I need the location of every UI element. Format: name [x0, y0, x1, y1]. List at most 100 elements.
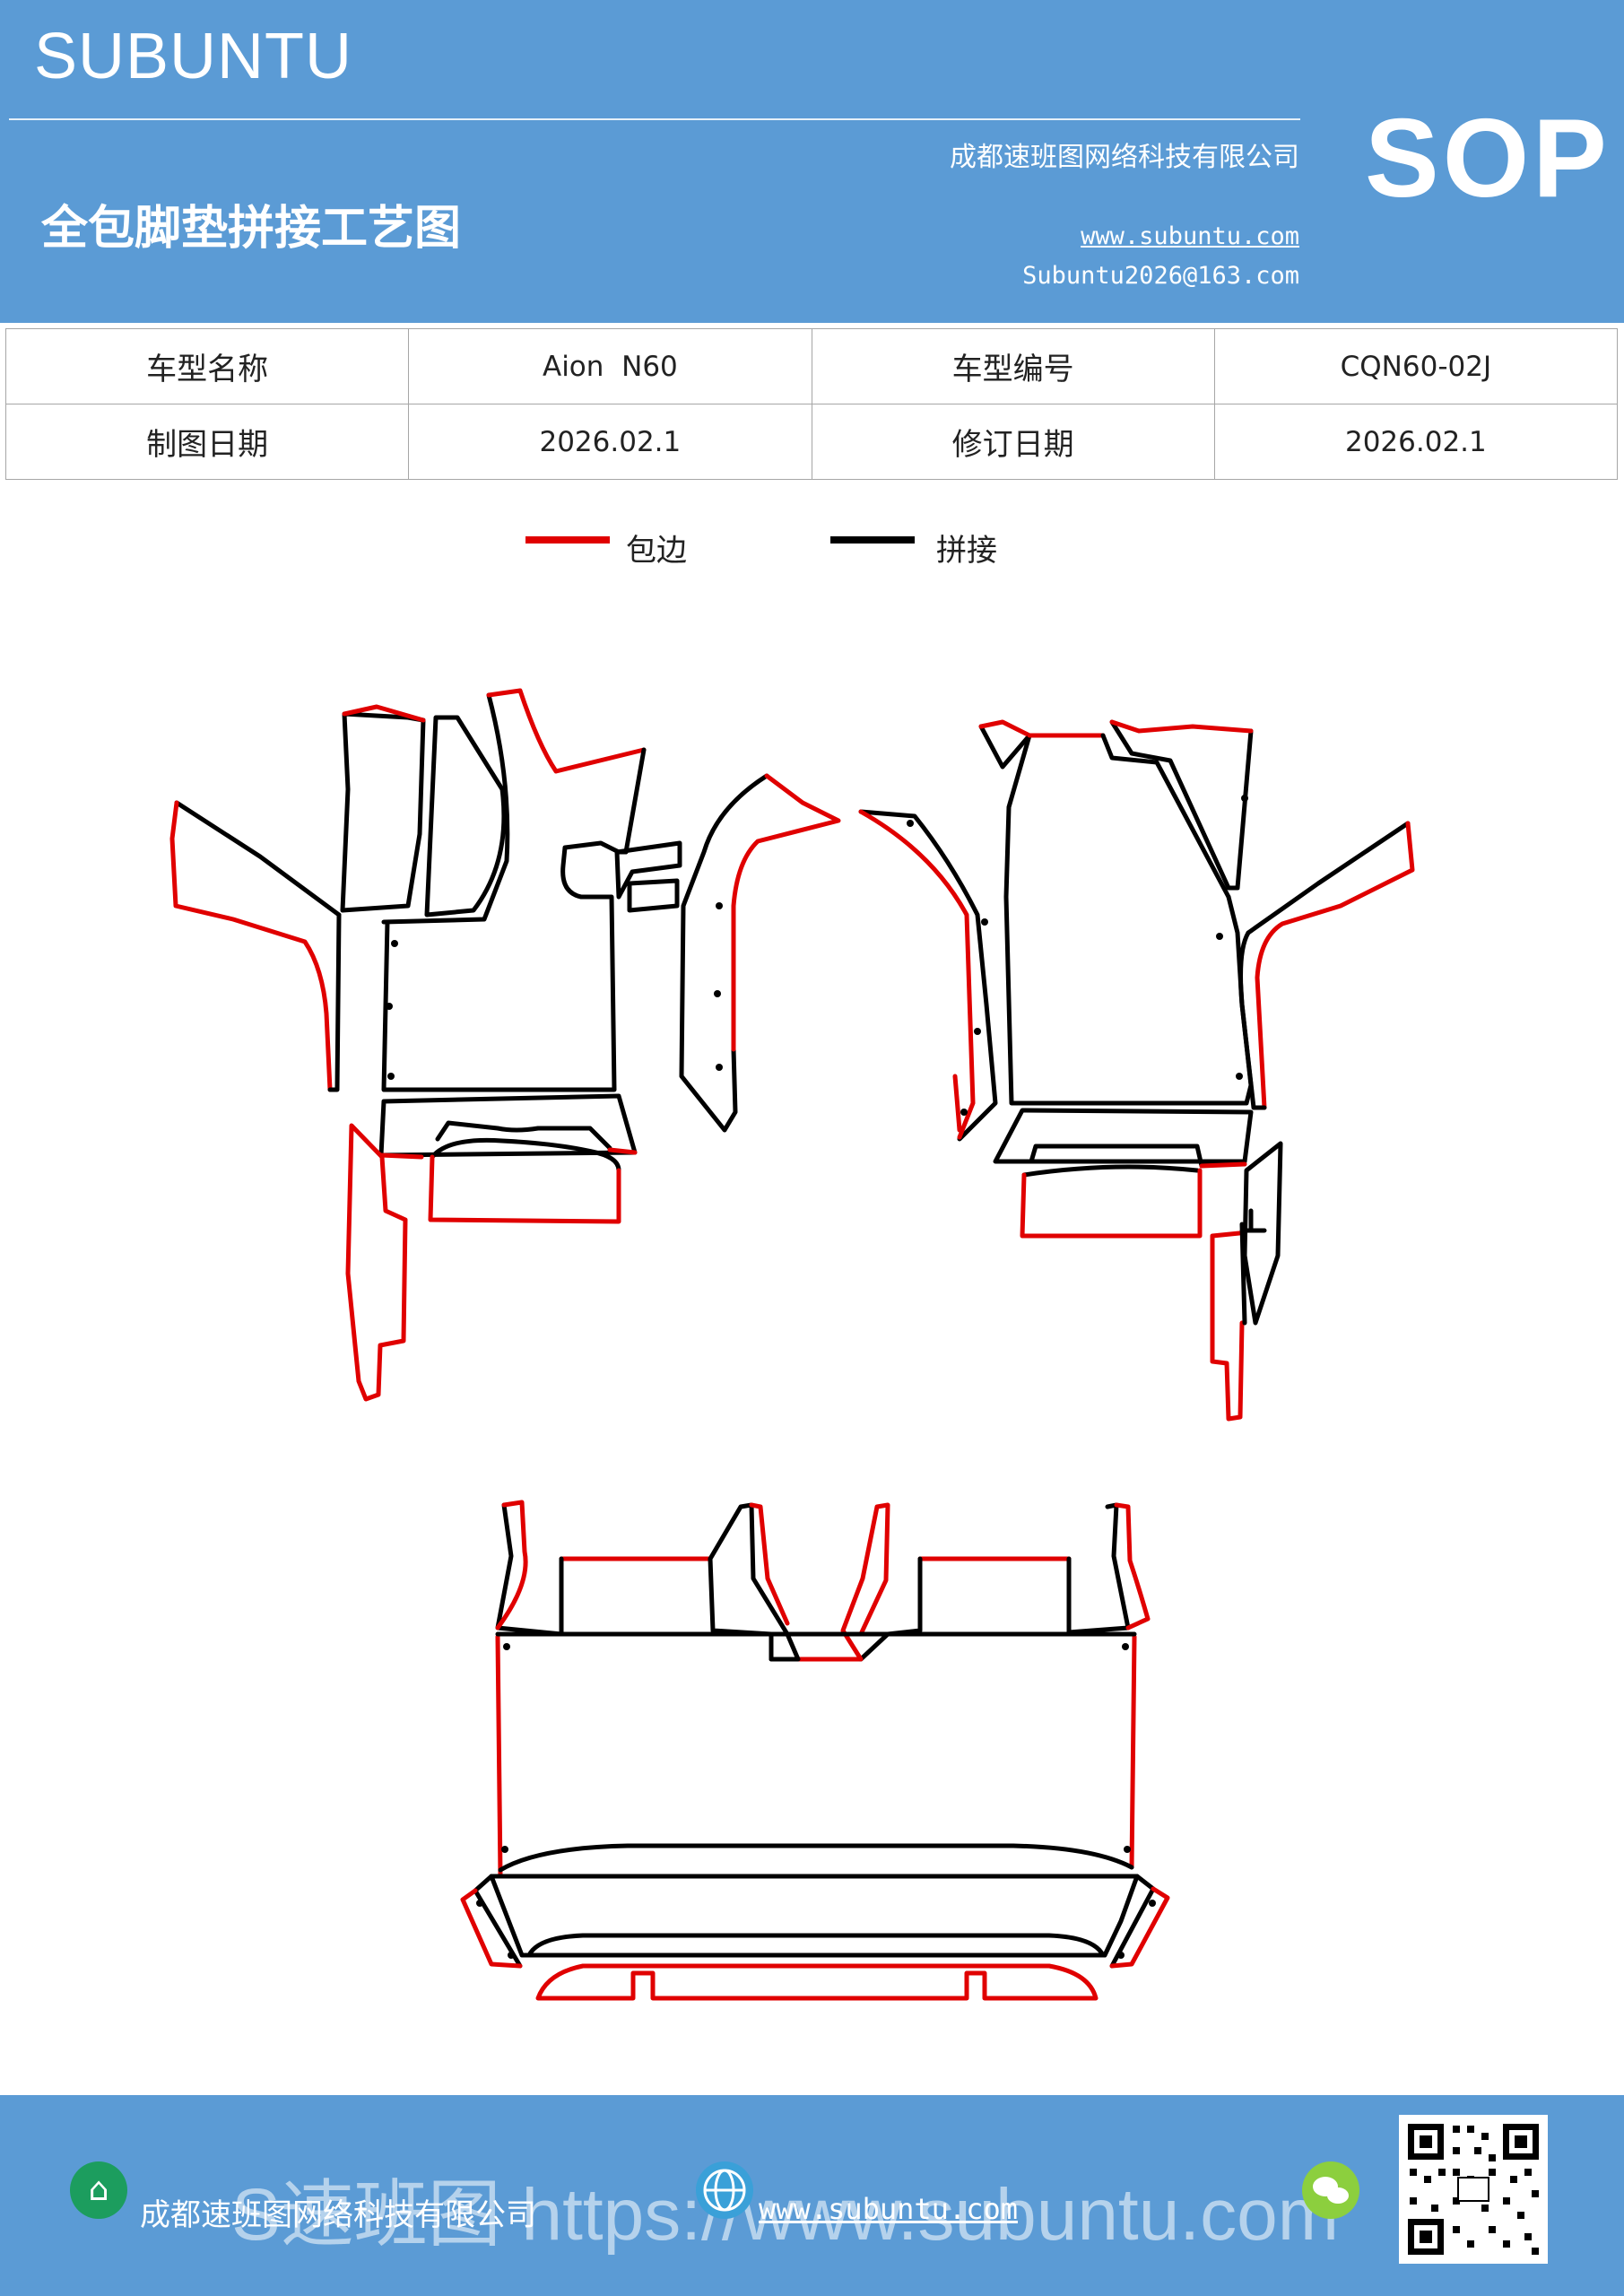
draw-date-label: 制图日期 — [4, 404, 410, 480]
header-banner: SUBUNTU 全包脚垫拼接工艺图 成都速班图网络科技有限公司 www.subu… — [0, 0, 1624, 323]
rear-tab-left-inner-trim — [749, 1502, 790, 1626]
passenger-sill-notch — [1239, 1208, 1267, 1326]
rear-tab-right-inner-trim — [840, 1502, 890, 1662]
driver-strip-a — [340, 711, 426, 913]
passenger-corner-tab-trim — [978, 719, 1032, 738]
fastener-dot — [386, 1003, 393, 1010]
rear-main-body — [495, 1634, 1137, 1879]
rear-bottom-strip — [535, 1963, 1099, 2001]
fastener-dot — [476, 1900, 483, 1907]
table-row: 制图日期 2026.02.1 修订日期 2026.02.1 — [4, 404, 1619, 480]
passenger-door-piece-trim — [858, 809, 976, 1140]
document-title: 全包脚垫拼接工艺图 — [41, 201, 462, 256]
passenger-door-piece-trim-2 — [952, 1074, 962, 1133]
driver-side-wing — [174, 800, 342, 918]
driver-heel-trim — [378, 1152, 424, 1160]
fastener-dot — [714, 990, 721, 997]
fastener-dot — [716, 1064, 723, 1071]
fastener-dot — [1236, 1073, 1243, 1080]
fastener-dot — [716, 902, 723, 909]
website-link[interactable]: www.subuntu.com — [1081, 222, 1299, 250]
driver-pedal-pad-a — [614, 840, 682, 900]
rear-tab-right-outer — [1066, 1502, 1131, 1635]
header-divider — [9, 118, 1300, 120]
passenger-wing — [1246, 821, 1411, 935]
driver-strip-a-trim — [342, 704, 426, 723]
driver-side-mats — [169, 688, 841, 1402]
sop-badge: SOP — [1365, 97, 1611, 221]
model-code-value: CQN60-02J — [1213, 328, 1619, 404]
table-row: 车型名称 Aion N60 车型编号 CQN60-02J — [4, 328, 1619, 404]
fastener-dot — [960, 1109, 968, 1116]
passenger-tall-strip — [1109, 719, 1254, 891]
passenger-wing-trim — [1255, 821, 1415, 1110]
vehicle-info-table: 车型名称 Aion N60 车型编号 CQN60-02J 制图日期 2026.0… — [4, 328, 1619, 480]
driver-heel-strip — [378, 1093, 638, 1158]
rear-tab-right-outer-trim — [1114, 1502, 1151, 1631]
passenger-side-mats — [858, 719, 1415, 1422]
fastener-dot — [1241, 795, 1248, 802]
fastener-dot — [508, 1952, 515, 1959]
globe-icon — [696, 2161, 753, 2219]
driver-side-wing-seam — [327, 912, 342, 1092]
fastener-dot — [907, 820, 914, 827]
fastener-dot — [391, 940, 398, 947]
fastener-dot — [981, 918, 988, 926]
passenger-corner-tab — [978, 724, 1032, 770]
driver-tongue-seam-2 — [623, 747, 647, 855]
footer-company-name: 成都速班图网络科技有限公司 — [140, 2197, 536, 2233]
rear-tab-left-outer-trim — [495, 1500, 528, 1631]
rear-row-mats — [460, 1500, 1170, 2001]
passenger-main-floor-inner — [1100, 733, 1231, 900]
fastener-dot — [1122, 1643, 1129, 1650]
qr-code-icon — [1399, 2115, 1548, 2264]
driver-door-piece-seam — [679, 773, 769, 1133]
model-name-label: 车型名称 — [4, 328, 410, 404]
binding-edge-label: 包边 — [626, 533, 687, 569]
driver-door-piece-trim — [731, 773, 841, 1052]
wechat-icon — [1302, 2161, 1359, 2219]
revise-date-label: 修订日期 — [811, 404, 1215, 480]
fastener-dot — [1124, 1846, 1131, 1853]
passenger-door-piece-seam — [858, 809, 998, 1142]
passenger-rear-block — [1021, 1164, 1200, 1178]
brand-logo-text: SUBUNTU — [34, 21, 353, 92]
driver-tongue-seam — [381, 692, 510, 925]
driver-sill-strip — [345, 1123, 408, 1402]
revise-date-value: 2026.02.1 — [1213, 404, 1619, 480]
model-code-label: 车型编号 — [811, 328, 1215, 404]
driver-rear-block — [430, 1137, 621, 1173]
company-name: 成都速班图网络科技有限公司 — [950, 142, 1299, 173]
rear-mat-top-trim — [559, 1556, 1072, 1662]
binding-edge-swatch — [525, 536, 610, 544]
seam-edge-label: 拼接 — [936, 533, 997, 569]
building-icon: ⌂ — [70, 2161, 127, 2219]
driver-main-floor — [381, 840, 629, 1092]
model-name-value: Aion N60 — [408, 328, 812, 404]
passenger-heel-strip-inner — [1029, 1144, 1204, 1169]
driver-side-wing-trim — [169, 800, 333, 1092]
driver-heel-strip-inner — [435, 1120, 612, 1151]
driver-heel-trim-2 — [607, 1147, 638, 1155]
rear-hump-seam — [498, 1843, 1134, 1873]
fastener-dot — [974, 1028, 981, 1035]
passenger-wing-seam — [1238, 930, 1267, 1110]
passenger-sill-strip-trim — [1210, 1231, 1245, 1422]
footer-watermark: S速班图 https://www.subuntu.com — [231, 2174, 1340, 2256]
driver-tongue-trim — [486, 688, 647, 774]
driver-strip-b — [424, 715, 507, 918]
fastener-dot — [501, 1846, 508, 1853]
passenger-heel-trim — [1199, 1161, 1247, 1169]
passenger-rear-block-trim — [1020, 1168, 1203, 1239]
fastener-dot — [1216, 933, 1223, 940]
passenger-sill-strip — [1242, 1141, 1283, 1326]
fastener-dot — [1117, 1952, 1125, 1959]
draw-date-value: 2026.02.1 — [408, 404, 812, 480]
passenger-tall-strip-trim — [1109, 719, 1254, 734]
passenger-heel-strip — [993, 1108, 1254, 1164]
fastener-dot — [387, 1073, 395, 1080]
footer-website-link[interactable]: www.subuntu.com — [759, 2192, 1018, 2226]
contact-email[interactable]: Subuntu2026@163.com — [1022, 262, 1299, 290]
fastener-dot — [1149, 1900, 1156, 1907]
